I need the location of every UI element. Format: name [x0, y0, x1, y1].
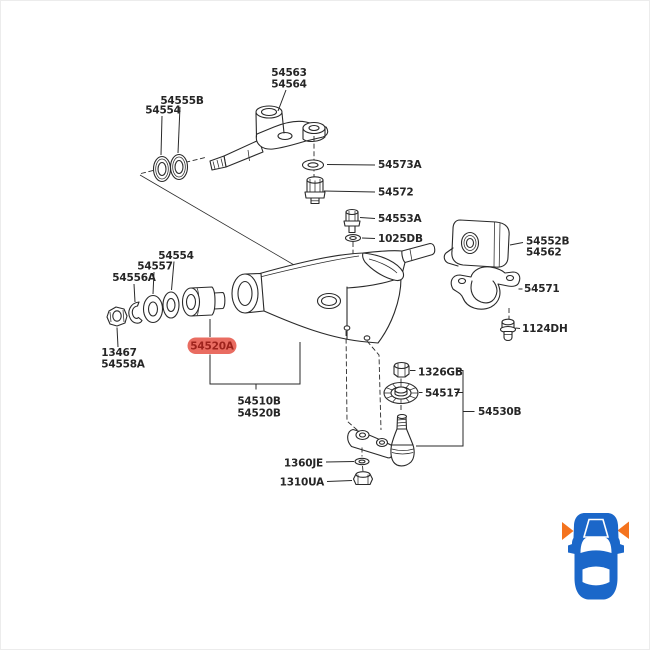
- part-label-13467: 13467: [101, 347, 137, 359]
- washer-54557: [142, 294, 164, 324]
- part-label-54510B: 54510B: [237, 396, 281, 408]
- dust-cover-54517: [383, 381, 419, 405]
- part-label-1310UA: 1310UA: [280, 477, 325, 489]
- part-label-54558A: 54558A: [101, 359, 146, 371]
- washer-54554-top: [152, 155, 172, 183]
- knuckle-bolt-axis-lower: [362, 465, 364, 472]
- part-label-54553A: 54553A: [378, 213, 423, 225]
- part-label-1360JE: 1360JE: [284, 458, 323, 470]
- arm-to-knuckle-axis-1: [345, 330, 361, 433]
- stabilizer-bushing: [443, 219, 510, 268]
- part-label-54562: 54562: [526, 247, 562, 259]
- part-label-54555B: 54555B: [160, 95, 204, 107]
- lock-washer-54556A: [128, 301, 143, 324]
- highlight-pill[interactable]: [187, 337, 237, 355]
- washer-54573A: [301, 159, 325, 171]
- arm-to-knuckle-axis-2: [366, 340, 382, 431]
- assembly-axis-line: [139, 174, 302, 270]
- washer-54555B: [169, 153, 189, 181]
- car-hood-outline: [582, 518, 610, 538]
- nut-1326GB: [393, 361, 410, 378]
- part-label-54557: 54557: [137, 261, 173, 273]
- bolt-54553A: [343, 208, 361, 234]
- part-label-54520A[interactable]: 54520A: [190, 341, 235, 353]
- left-arrow-icon: [562, 522, 574, 540]
- part-label-54530B: 54530B: [478, 406, 522, 418]
- ball-joint-and-knuckle-arm: [347, 413, 415, 467]
- nut-13467: [106, 306, 128, 327]
- leader-lines: [116, 89, 524, 482]
- bolt-1124DH: [499, 318, 517, 342]
- idler-arm: [209, 105, 329, 171]
- part-label-54554-top: 54554: [145, 105, 181, 117]
- car-rear-window: [582, 566, 610, 586]
- car-top-view-icon: [571, 513, 621, 600]
- part-label-54517: 54517: [425, 388, 461, 400]
- part-label-54564: 54564: [271, 79, 307, 91]
- part-label-54520B: 54520B: [237, 408, 281, 420]
- part-label-54572: 54572: [378, 187, 414, 199]
- part-label-1025DB: 1025DB: [378, 233, 423, 245]
- bushing-54520A: [181, 286, 226, 317]
- washer-1025DB: [344, 234, 362, 242]
- car-left-mirror: [568, 543, 575, 554]
- car-windshield: [580, 537, 612, 553]
- part-labels: 54563 54564 54555B 54554 54573A 54572 54…: [101, 67, 569, 489]
- part-label-1326GB: 1326GB: [418, 367, 463, 379]
- part-label-54563: 54563: [271, 67, 307, 79]
- bolt-54572: [304, 176, 326, 205]
- part-label-54556A: 54556A: [112, 272, 157, 284]
- car-right-mirror: [617, 543, 624, 554]
- part-label-54554-left: 54554: [158, 250, 194, 262]
- part-label-54571: 54571: [524, 283, 560, 295]
- vehicle-location-indicator: [562, 513, 629, 600]
- washer-1360JE: [354, 457, 370, 466]
- stabilizer-bracket: [450, 266, 521, 310]
- part-label-54552B: 54552B: [526, 236, 570, 248]
- part-label-54573A: 54573A: [378, 159, 423, 171]
- washer-54554-left: [162, 291, 180, 319]
- lower-control-arm: [231, 242, 436, 344]
- nut-1310UA: [352, 471, 374, 486]
- part-label-1124DH: 1124DH: [522, 323, 568, 335]
- highlighted-part-label[interactable]: 54520A: [187, 337, 237, 355]
- right-arrow-icon: [617, 521, 629, 539]
